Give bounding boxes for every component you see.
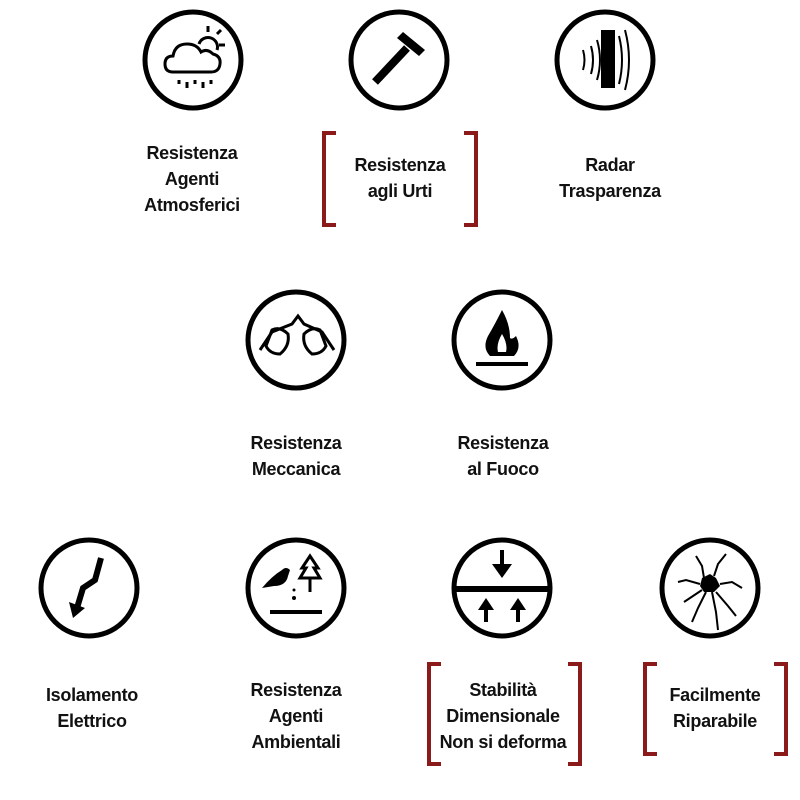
feature-label-electrical: Isolamento Elettrico <box>2 682 182 734</box>
label-line: Non si deforma <box>439 732 567 752</box>
bird-tree-icon <box>244 536 348 640</box>
highlight-bracket-right <box>774 662 788 756</box>
feature-label-radar: Radar Trasparenza <box>520 152 700 204</box>
highlight-bracket-left <box>643 662 657 756</box>
hammer-icon <box>347 8 451 112</box>
label-line: Elettrico <box>57 711 127 731</box>
label-line: Meccanica <box>251 459 341 479</box>
feature-label-environmental: Resistenza Agenti Ambientali <box>206 677 386 755</box>
label-line: Radar <box>585 155 635 175</box>
highlight-bracket-right <box>568 662 582 766</box>
label-line: Atmosferici <box>144 195 240 215</box>
label-line: Facilmente <box>669 685 761 705</box>
label-line: Trasparenza <box>559 181 661 201</box>
feature-label-fire: Resistenza al Fuoco <box>413 430 593 482</box>
feature-label-repairable: Facilmente Riparabile <box>625 682 800 734</box>
label-line: Stabilità <box>469 680 537 700</box>
label-line: Isolamento <box>45 685 139 705</box>
feature-label-mechanical: Resistenza Meccanica <box>206 430 386 482</box>
label-line: Resistenza <box>457 433 549 453</box>
cracked-glass-icon <box>658 536 762 640</box>
label-line: Agenti <box>268 706 324 726</box>
flame-icon <box>450 288 554 392</box>
compression-arrows-icon <box>450 536 554 640</box>
label-line: Resistenza <box>250 433 342 453</box>
feature-label-impact: Resistenza agli Urti <box>310 152 490 204</box>
label-line: Resistenza <box>146 143 238 163</box>
highlight-bracket-left <box>427 662 441 766</box>
label-line: Resistenza <box>250 680 342 700</box>
label-line: Ambientali <box>251 732 341 752</box>
highlight-bracket-right <box>464 131 478 227</box>
label-line: Riparabile <box>672 711 758 731</box>
cloud-sun-rain-icon <box>141 8 245 112</box>
feature-label-dimensional: Stabilità Dimensionale Non si deforma <box>413 677 593 755</box>
label-line: Dimensionale <box>446 706 560 726</box>
label-line: Agenti <box>164 169 220 189</box>
label-line: al Fuoco <box>467 459 539 479</box>
lightning-arrow-icon <box>37 536 141 640</box>
label-line: Resistenza <box>354 155 446 175</box>
highlight-bracket-left <box>322 131 336 227</box>
radar-waves-icon <box>553 8 657 112</box>
feature-label-weather: Resistenza Agenti Atmosferici <box>102 140 282 218</box>
label-line: agli Urti <box>367 181 433 201</box>
hands-icon <box>244 288 348 392</box>
